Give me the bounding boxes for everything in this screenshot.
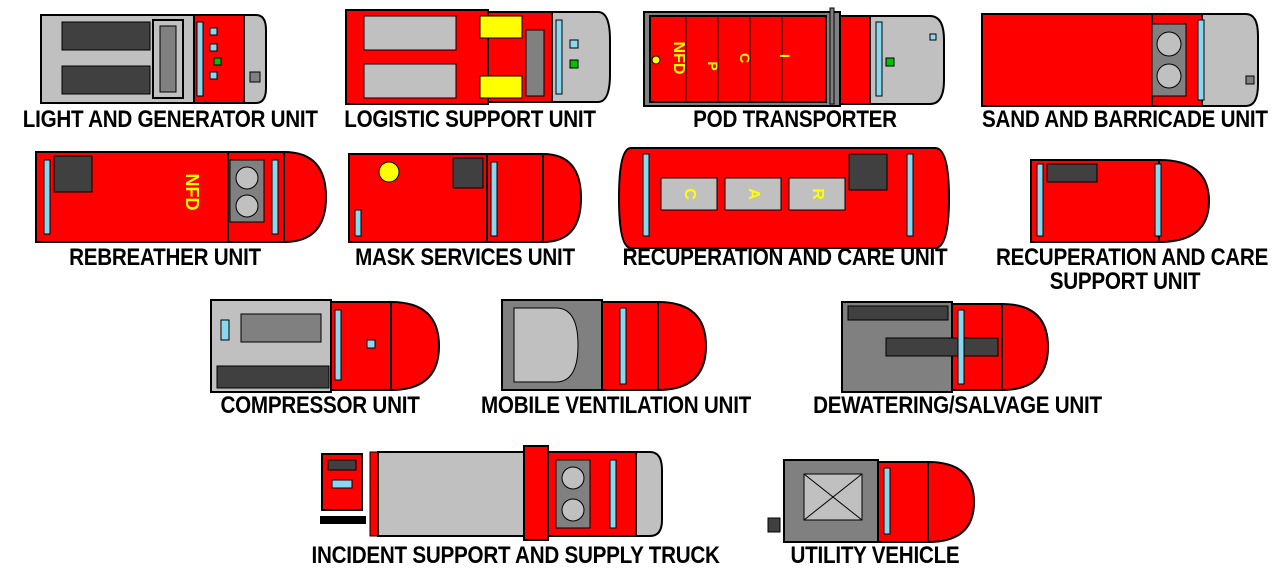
unit-label: UTILITY VEHICLE	[790, 542, 960, 569]
incident-support-and-supply-truck: INCIDENT SUPPORT AND SUPPLY TRUCK	[280, 440, 730, 574]
logistic-support-unit-vehicle	[345, 9, 611, 105]
panel-letter: C	[681, 188, 698, 200]
recuperation-and-care-unit-vehicle: C A R	[617, 147, 951, 249]
unit-label: DEWATERING/SALVAGE UNIT	[813, 392, 1102, 419]
sand-and-barricade-unit: SAND AND BARRICADE UNIT	[960, 0, 1275, 140]
mobile-ventilation-unit-vehicle	[501, 299, 708, 392]
compressor-unit-vehicle	[210, 299, 441, 393]
mask-services-unit-vehicle	[348, 152, 583, 244]
panel-letter: R	[809, 188, 826, 200]
pod-transporter-vehicle: NFD P C I	[643, 7, 945, 107]
utility-vehicle-vehicle	[767, 459, 976, 544]
rebreather-unit-vehicle: NFD	[35, 150, 328, 244]
recuperation-and-care-support-unit: RECUPERATION AND CARE SUPPORT UNIT	[975, 140, 1275, 300]
panel-letter: A	[745, 188, 762, 200]
unit-label: MOBILE VENTILATION UNIT	[481, 392, 752, 419]
unit-label: MASK SERVICES UNIT	[355, 244, 575, 271]
sand-and-barricade-unit-vehicle	[981, 13, 1259, 107]
unit-label: POD TRANSPORTER	[693, 106, 897, 133]
dewatering-salvage-unit-vehicle	[841, 301, 1050, 393]
mobile-ventilation-unit: MOBILE VENTILATION UNIT	[460, 290, 760, 430]
light-and-generator-unit: LIGHT AND GENERATOR UNIT	[0, 0, 330, 140]
mask-services-unit: MASK SERVICES UNIT	[335, 140, 595, 280]
recuperation-and-care-support-unit-vehicle	[1030, 158, 1211, 244]
compressor-unit: COMPRESSOR UNIT	[195, 290, 455, 430]
light-and-generator-unit-vehicle	[40, 14, 267, 104]
incident-support-and-supply-truck-vehicle	[320, 445, 663, 541]
unit-label: RECUPERATION AND CARE UNIT	[622, 244, 948, 271]
pod-letter: NFD	[670, 42, 687, 75]
pod-letter: C	[737, 53, 753, 63]
unit-label: LIGHT AND GENERATOR UNIT	[22, 106, 318, 133]
unit-label: RECUPERATION AND CARE SUPPORT UNIT	[996, 244, 1269, 295]
unit-label-line: RECUPERATION AND CARE	[996, 244, 1269, 271]
unit-label: REBREATHER UNIT	[69, 244, 261, 271]
dewatering-salvage-unit: DEWATERING/SALVAGE UNIT	[790, 290, 1120, 430]
unit-label: LOGISTIC SUPPORT UNIT	[344, 106, 596, 133]
roof-text: NFD	[182, 174, 202, 211]
utility-vehicle: UTILITY VEHICLE	[760, 440, 990, 574]
pod-letter: P	[705, 61, 721, 70]
unit-label: INCIDENT SUPPORT AND SUPPLY TRUCK	[311, 542, 720, 569]
rebreather-unit: NFD REBREATHER UNIT	[0, 140, 335, 280]
unit-label-line: SUPPORT UNIT	[1049, 268, 1201, 295]
unit-label: COMPRESSOR UNIT	[220, 392, 420, 419]
unit-label: SAND AND BARRICADE UNIT	[982, 106, 1268, 133]
pod-letter: I	[777, 54, 793, 58]
logistic-support-unit: LOGISTIC SUPPORT UNIT	[330, 0, 620, 140]
pod-transporter: NFD P C I POD TRANSPORTER	[630, 0, 960, 140]
recuperation-and-care-unit: C A R RECUPERATION AND CARE UNIT	[595, 140, 975, 280]
